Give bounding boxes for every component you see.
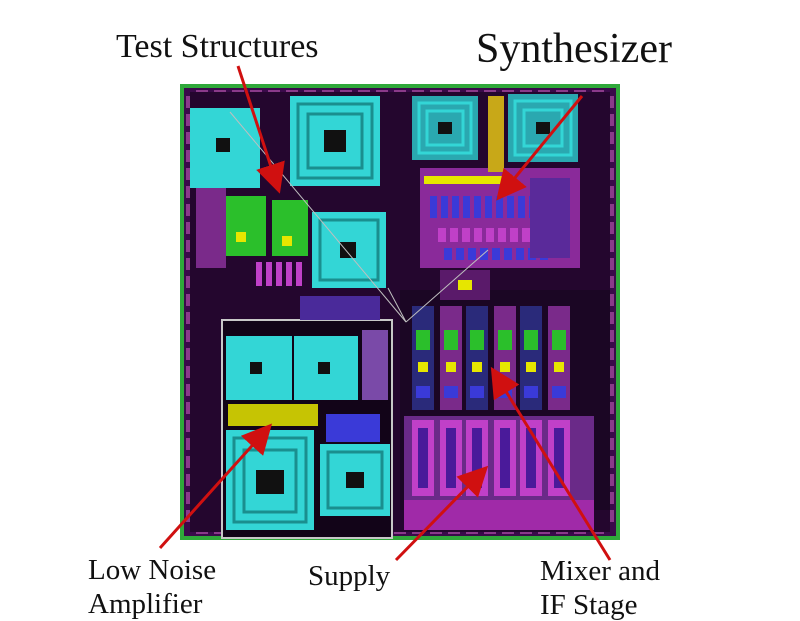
chip-die xyxy=(158,65,620,562)
synth-device xyxy=(438,228,446,242)
inductor-lna-left xyxy=(226,336,292,400)
synth-device xyxy=(516,248,524,260)
supply-strip xyxy=(554,428,564,488)
inductor-lna-bottom-left xyxy=(226,430,314,530)
test-cell xyxy=(226,196,266,256)
mixer-device xyxy=(472,362,482,372)
label-if-stage: IF Stage xyxy=(540,589,638,621)
synth-device xyxy=(462,228,470,242)
inductor-synth-left xyxy=(412,96,478,160)
label-test-structures: Test Structures xyxy=(116,28,319,65)
mixer-device xyxy=(552,330,566,350)
mixer-device xyxy=(554,362,564,372)
test-device xyxy=(296,262,302,286)
arrow-test-structures xyxy=(236,65,285,194)
arrow-mixer xyxy=(490,366,612,561)
synth-device xyxy=(452,196,459,218)
inductor-top-left xyxy=(190,108,260,188)
label-synthesizer: Synthesizer xyxy=(476,26,672,72)
test-cell xyxy=(196,188,226,268)
synth-bus xyxy=(424,176,514,184)
inductor-synth-right xyxy=(508,94,578,162)
mixer-device xyxy=(498,330,512,350)
test-device xyxy=(276,262,282,286)
test-device xyxy=(256,262,262,286)
inductor-lna-bottom-right xyxy=(320,444,390,516)
synth-device xyxy=(522,228,530,242)
synth-device xyxy=(444,248,452,260)
label-amplifier: Amplifier xyxy=(88,588,203,620)
arrow-low-noise xyxy=(158,423,273,550)
inductor-lna-right xyxy=(294,336,358,400)
test-device xyxy=(286,262,292,286)
synth-device xyxy=(458,280,472,290)
test-device xyxy=(266,262,272,286)
synthesizer-block xyxy=(424,176,570,300)
synth-device xyxy=(510,228,518,242)
mixer-device xyxy=(418,362,428,372)
test-cell xyxy=(272,200,308,256)
synth-device xyxy=(496,196,503,218)
synth-device xyxy=(498,228,506,242)
synth-device xyxy=(485,196,492,218)
synth-device xyxy=(507,196,514,218)
test-cell xyxy=(300,296,380,320)
mixer-device xyxy=(446,362,456,372)
supply-strip xyxy=(500,428,510,488)
test-device xyxy=(282,236,292,246)
mixer-device xyxy=(416,386,430,398)
synth-device xyxy=(474,196,481,218)
mixer-device xyxy=(524,386,538,398)
supply-strip xyxy=(472,428,482,488)
mixer-device xyxy=(552,386,566,398)
arrow-synthesizer xyxy=(496,95,584,201)
supply-strip xyxy=(446,428,456,488)
synth-device xyxy=(441,196,448,218)
supply-strip xyxy=(526,428,536,488)
mixer-device xyxy=(416,330,430,350)
chip-layout-diagram: Test Structures Synthesizer Low Noise Am… xyxy=(88,26,672,620)
mixer-device xyxy=(526,362,536,372)
mixer-device xyxy=(470,330,484,350)
synth-device xyxy=(474,228,482,242)
test-cell xyxy=(362,330,388,400)
mixer-device xyxy=(500,362,510,372)
arrow-supply xyxy=(394,465,489,562)
test-structure-block xyxy=(196,188,388,400)
synth-device xyxy=(456,248,464,260)
synth-device xyxy=(518,196,525,218)
synth-device xyxy=(492,248,500,260)
synth-device xyxy=(463,196,470,218)
label-mixer-and: Mixer and xyxy=(540,555,660,587)
mixer-device xyxy=(444,330,458,350)
synth-device xyxy=(450,228,458,242)
synth-cap xyxy=(530,178,570,258)
test-device xyxy=(236,232,246,242)
synth-device xyxy=(486,228,494,242)
label-low-noise: Low Noise xyxy=(88,554,217,586)
mixer-device xyxy=(470,386,484,398)
mixer-device xyxy=(524,330,538,350)
synth-device xyxy=(504,248,512,260)
synth-device xyxy=(430,196,437,218)
mixer-device xyxy=(444,386,458,398)
synth-device xyxy=(468,248,476,260)
supply-strip xyxy=(418,428,428,488)
label-supply: Supply xyxy=(308,560,391,592)
inductor-top-center xyxy=(290,96,380,186)
